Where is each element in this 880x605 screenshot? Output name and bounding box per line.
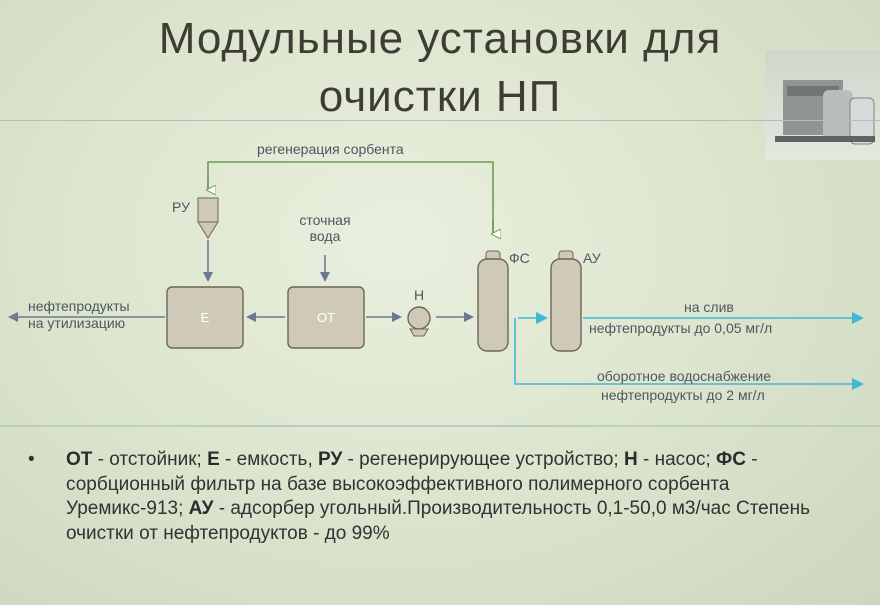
bullet-dot: • <box>28 449 35 470</box>
legend-au-def: - адсорбер угольный.Производительность 0… <box>66 498 810 544</box>
legend-ot-def: - отстойник; <box>92 449 208 470</box>
legend-ru: РУ <box>318 449 343 470</box>
legend-fs-def: - сорбционный фильтр на базе высокоэффек… <box>66 449 758 519</box>
ot-settler-label: ОТ <box>316 310 336 325</box>
legend-e: Е <box>207 449 220 470</box>
e-tank-label: Е <box>200 310 210 325</box>
ot-settler <box>287 286 365 349</box>
fs-filter <box>477 250 509 352</box>
arrow-recycle <box>514 318 864 390</box>
ru-label: РУ <box>172 199 190 215</box>
wastewater-label-line2: вода <box>309 228 341 244</box>
legend-n-def: - насос; <box>637 449 717 470</box>
wastewater-label-line1: сточная <box>299 212 351 228</box>
legend-au: АУ <box>188 498 214 519</box>
regeneration-label: регенерация сорбента <box>257 141 404 157</box>
au-adsorber <box>550 250 582 352</box>
left-outlet-line2: на утилизацию <box>28 315 126 331</box>
pump <box>407 306 431 337</box>
process-flow-diagram <box>8 161 864 390</box>
e-tank <box>166 286 244 349</box>
installation-photo <box>765 50 880 160</box>
fs-label: ФС <box>509 250 530 266</box>
title-line-2: очистки НП <box>318 72 562 121</box>
drain-label-2: нефтепродукты до 0,05 мг/л <box>589 320 773 336</box>
left-outlet-label: нефтепродукты на утилизацию <box>28 298 130 332</box>
legend-ot: ОТ <box>66 449 93 470</box>
legend-bullet: • ОТ - отстойник; Е - емкость, РУ - реге… <box>28 448 848 546</box>
title-line-1: Модульные установки для <box>158 14 722 63</box>
legend-e-def: - емкость, <box>219 449 319 470</box>
ru-device <box>197 197 219 239</box>
legend-ru-def: - регенерирующее устройство; <box>342 449 624 470</box>
pump-label: Н <box>414 287 425 303</box>
slide-title: Модульные установки для очистки НП <box>90 10 790 126</box>
installation-photo-drawing <box>775 80 875 145</box>
legend-fs: ФС <box>716 449 746 470</box>
legend-divider <box>0 425 880 427</box>
legend-text: ОТ - отстойник; Е - емкость, РУ - регене… <box>66 448 848 546</box>
recycle-label-1: оборотное водоснабжение <box>597 368 772 384</box>
title-divider <box>0 120 880 121</box>
recycle-label-2: нефтепродукты до 2 мг/л <box>601 387 765 403</box>
wastewater-label: сточная вода <box>283 212 367 244</box>
legend-n: Н <box>623 449 638 470</box>
left-outlet-line1: нефтепродукты <box>28 298 130 314</box>
drain-label-1: на слив <box>684 299 734 315</box>
regeneration-line <box>207 161 494 232</box>
au-label: АУ <box>583 250 601 266</box>
